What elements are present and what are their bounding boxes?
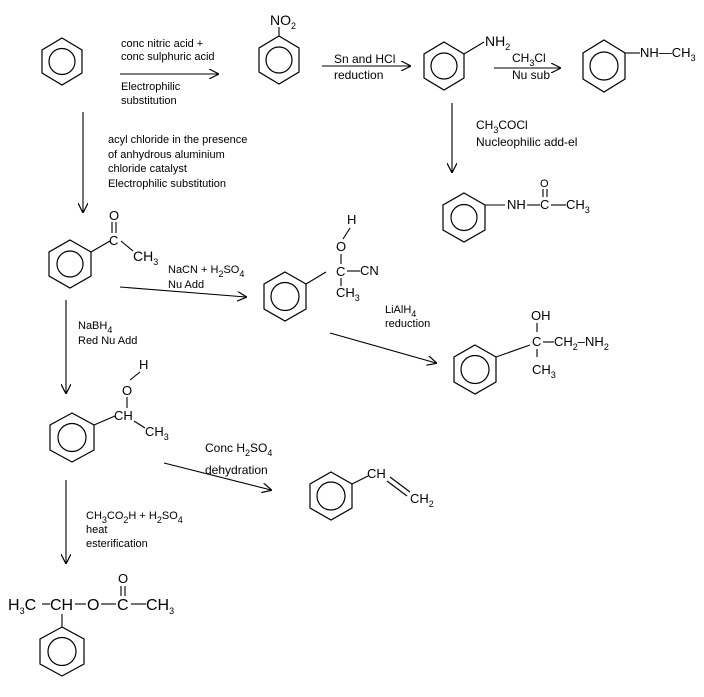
aniline-molecule: NH2	[423, 33, 510, 91]
arrow-dehydration	[163, 462, 271, 490]
amide-methyl-label: CH3	[566, 197, 590, 215]
ester-heat: heat	[86, 524, 107, 536]
aminoalcohol-carbon-label: C	[532, 334, 541, 349]
methylation-type: Nu sub	[512, 68, 550, 82]
acylation-line-2: of anhydrous aluminium	[108, 149, 225, 161]
arrow-nitrile-reduction	[329, 332, 436, 363]
acylation-line-3: chloride catalyst	[108, 163, 187, 175]
cyanohydrin-hydrogen-label: H	[347, 212, 356, 227]
cyanohydrin-oxygen-label: O	[336, 239, 346, 254]
aminoalcohol-methyl-label: CH3	[532, 362, 556, 380]
ester-left-methyl-label: H3C	[8, 597, 36, 616]
nabh4-type: Red Nu Add	[78, 335, 137, 347]
cyanide-type: Nu Add	[168, 279, 204, 291]
methylation-reagent: CH3Cl	[512, 51, 546, 68]
cyanohydrin-carbon-label: C	[336, 264, 345, 279]
dehydration-type: dehydration	[205, 463, 268, 477]
arrow-cyanohydrin	[119, 286, 246, 297]
lialh4-type: reduction	[385, 318, 430, 330]
nitration-type-line-2: substitution	[121, 95, 177, 107]
nitration-reagent-line-2: conc sulphuric acid	[121, 51, 215, 63]
nabh4-reagent: NaBH4	[78, 320, 112, 335]
benzene-molecule	[41, 37, 83, 86]
cyanohydrin-methyl-label: CH3	[336, 285, 360, 303]
ketone-carbon-label: C	[109, 233, 118, 248]
ester-methyl-label: CH3	[146, 597, 174, 616]
methylamine-group-label: NH—CH3	[640, 45, 696, 63]
ester-molecule: H3C CH O C O CH3	[8, 571, 174, 677]
nitrobenzene-molecule: NO2	[258, 12, 300, 85]
amide-oxygen-label: O	[540, 178, 549, 190]
cyanide-reagent: NaCN + H2SO4	[168, 264, 244, 279]
amide-carbon-label: C	[540, 197, 549, 212]
reduction-reagent: Sn and HCl	[334, 52, 395, 66]
styrene-ch2-label: CH2	[410, 491, 434, 509]
styrene-ch-label: CH	[367, 466, 386, 481]
acylation-line-1: acyl chloride in the presence	[108, 134, 247, 146]
n-methylaniline-molecule: NH—CH3	[582, 39, 696, 93]
ester-type: esterification	[86, 538, 148, 550]
amide-nh-label: NH	[507, 197, 526, 212]
acylation-amine-type: Nucleophilic add-el	[476, 135, 577, 149]
nitro-group-label: NO2	[270, 12, 296, 31]
amine-group-label: NH2	[485, 33, 510, 52]
ester-oxygen-label: O	[87, 597, 99, 614]
alcohol-hydrogen-label: H	[139, 357, 148, 372]
ketone-oxygen-label: O	[109, 208, 119, 223]
nitration-type-line-1: Electrophilic	[121, 81, 181, 93]
aminoalcohol-chain-label: CH2–NH2	[554, 334, 609, 352]
reduction-type: reduction	[334, 68, 383, 82]
cyanohydrin-molecule: C O H CN CH3	[263, 212, 379, 322]
aminoalcohol-hydroxyl-label: OH	[531, 308, 551, 323]
cyanide-group-label: CN	[360, 263, 379, 278]
alcohol-ch-label: CH	[114, 408, 133, 423]
dehydration-reagent: Conc H2SO4	[205, 441, 272, 458]
acylation-line-4: Electrophilic substitution	[108, 178, 226, 190]
ester-carbonyl-oxygen-label: O	[118, 571, 128, 586]
nitration-reagent-line-1: conc nitric acid +	[121, 38, 203, 50]
phenylethanol-molecule: CH O H CH3	[49, 357, 169, 463]
ester-ch-label: CH	[50, 597, 73, 614]
lialh4-reagent: LiAlH4	[385, 304, 416, 319]
alcohol-oxygen-label: O	[122, 383, 132, 398]
acetophenone-molecule: C O CH3	[48, 208, 158, 289]
alcohol-methyl-label: CH3	[145, 424, 169, 442]
ester-carbonyl-carbon-label: C	[117, 597, 129, 614]
amino-alcohol-molecule: OH C CH2–NH2 CH3	[453, 308, 609, 395]
acylation-amine-reagent: CH3COCl	[476, 118, 528, 135]
ester-reagent: CH3CO2H + H2SO4	[86, 510, 183, 525]
acetanilide-molecule: NH C O CH3	[442, 178, 590, 243]
styrene-molecule: CH CH2	[309, 466, 434, 521]
ketone-methyl-label: CH3	[133, 248, 158, 267]
